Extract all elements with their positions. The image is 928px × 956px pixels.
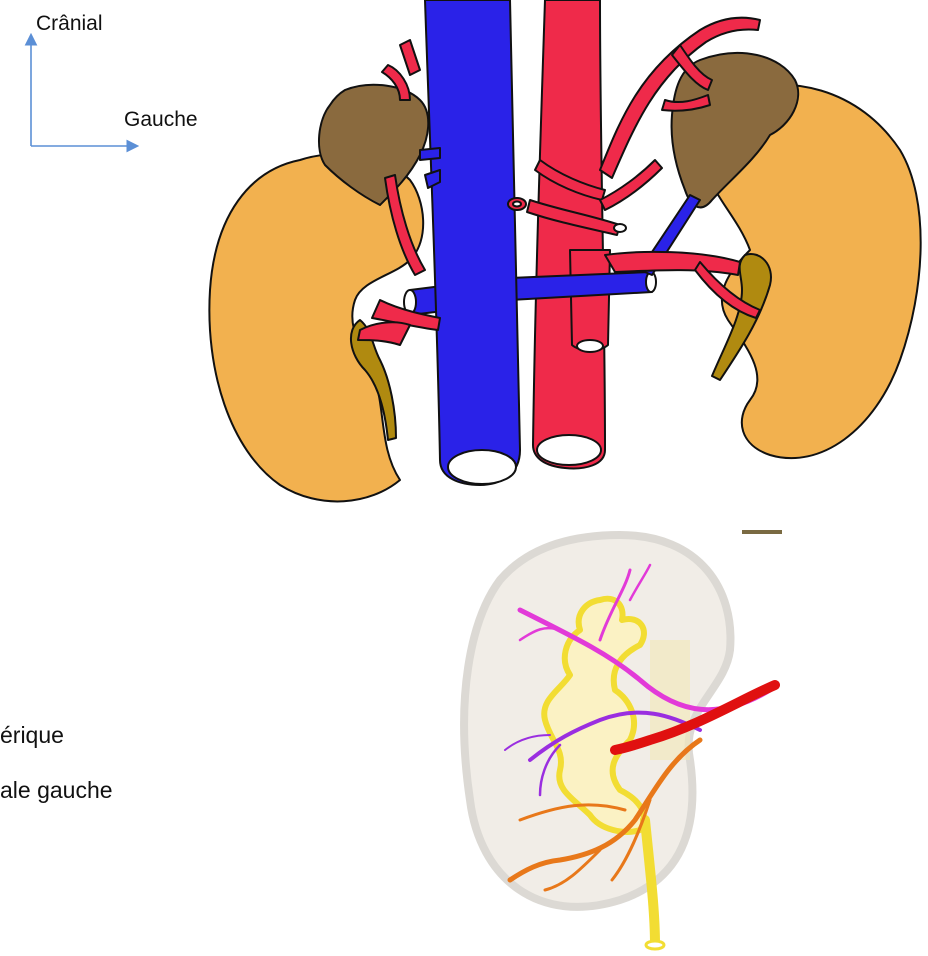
vena-cava-lumen bbox=[448, 450, 516, 484]
scale-bar-icon bbox=[742, 530, 782, 534]
kidney-vascular-schema bbox=[464, 535, 775, 949]
aorta bbox=[533, 0, 605, 468]
aorta-lumen bbox=[537, 435, 601, 465]
left-renal-vein bbox=[510, 272, 652, 300]
vena-cava bbox=[425, 0, 520, 485]
right-adrenal-artery bbox=[400, 40, 420, 75]
mesenteric-artery bbox=[570, 250, 610, 350]
left-renal-artery bbox=[605, 252, 740, 275]
axis-arrows-icon bbox=[31, 36, 136, 146]
kidneys-vessels-illustration bbox=[209, 0, 920, 501]
